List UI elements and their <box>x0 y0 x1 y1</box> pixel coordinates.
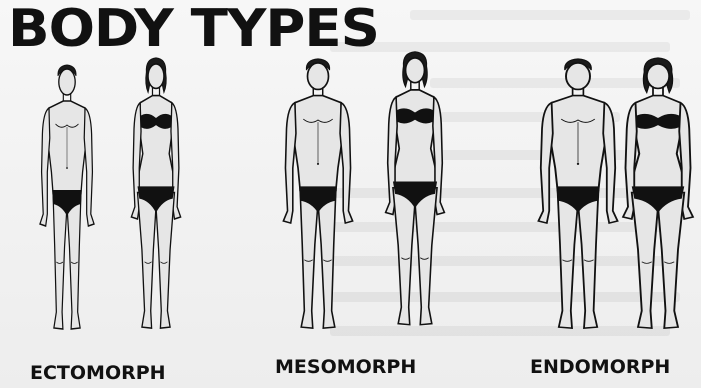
endomorph-label: ENDOMORPH <box>530 358 670 377</box>
endomorph-figures <box>538 58 693 328</box>
endomorph-male-figure <box>538 59 617 328</box>
mesomorph-male-figure <box>283 59 352 328</box>
endomorph-female-figure <box>623 58 693 328</box>
ectomorph-label: ECTOMORPH <box>30 364 166 383</box>
mesomorph-figures <box>283 52 444 328</box>
mesomorph-label: MESOMORPH <box>275 358 416 377</box>
ectomorph-figures <box>40 58 181 329</box>
mesomorph-female-figure <box>386 52 445 325</box>
ectomorph-male-figure <box>40 65 94 329</box>
ectomorph-female-figure <box>131 58 180 328</box>
